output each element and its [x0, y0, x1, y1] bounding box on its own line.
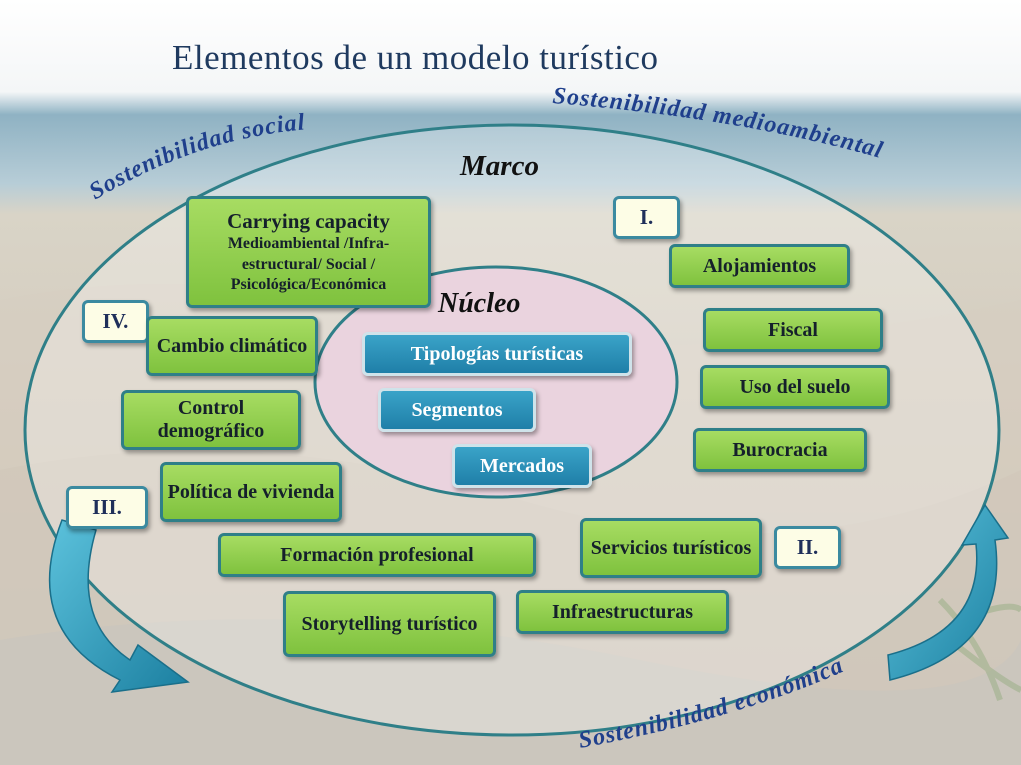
- roman-label-ii: II.: [774, 526, 841, 569]
- item-burocracia: Burocracia: [693, 428, 867, 472]
- frame-label: Marco: [460, 150, 539, 182]
- item-control-demografico: Control demográfico: [121, 390, 301, 450]
- core-item-mercados: Mercados: [452, 444, 592, 488]
- item-uso-del-suelo: Uso del suelo: [700, 365, 890, 409]
- carrying-capacity-box: Carrying capacity Medioambiental /Infra-…: [186, 196, 431, 308]
- item-fiscal: Fiscal: [703, 308, 883, 352]
- core-item-segmentos: Segmentos: [378, 388, 536, 432]
- cycle-arrow-right: [887, 503, 1010, 681]
- carrying-capacity-subtitle-1: Medioambiental /Infra-: [227, 235, 390, 253]
- roman-label-iii: III.: [66, 486, 148, 529]
- cycle-arrow-left: [48, 519, 190, 693]
- core-item-tipologias: Tipologías turísticas: [362, 332, 632, 376]
- item-infraestructuras: Infraestructuras: [516, 590, 729, 634]
- item-politica-de-vivienda: Política de vivienda: [160, 462, 342, 522]
- slide-title: Elementos de un modelo turístico: [172, 38, 659, 77]
- core-label: Núcleo: [438, 288, 521, 319]
- item-cambio-climatico: Cambio climático: [146, 316, 318, 376]
- item-formacion-profesional: Formación profesional: [218, 533, 536, 577]
- carrying-capacity-title: Carrying capacity: [227, 209, 390, 234]
- item-alojamientos: Alojamientos: [669, 244, 850, 288]
- carrying-capacity-subtitle-2: estructural/ Social /: [241, 255, 376, 273]
- core-ellipse: [313, 265, 679, 499]
- item-servicios-turisticos: Servicios turísticos: [580, 518, 762, 578]
- roman-label-iv: IV.: [82, 300, 149, 343]
- item-storytelling-turistico: Storytelling turístico: [283, 591, 496, 657]
- roman-label-i: I.: [613, 196, 680, 239]
- carrying-capacity-subtitle-3: Psicológica/Económica: [230, 276, 387, 294]
